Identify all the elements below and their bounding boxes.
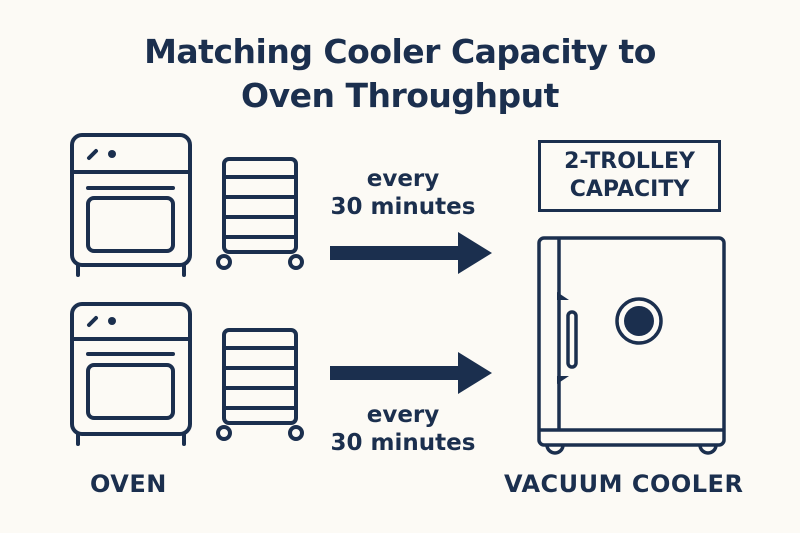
oven-icon xyxy=(70,133,192,277)
oven-icon xyxy=(70,302,192,446)
interval-label-2: every 30 minutes xyxy=(303,401,503,457)
interval-duration: 30 minutes xyxy=(330,430,476,456)
capacity-line-1: 2-TROLLEY xyxy=(564,149,695,174)
arrow-right-icon xyxy=(330,352,492,394)
capacity-badge: 2-TROLLEY CAPACITY xyxy=(538,140,721,212)
title-line-2: Oven Throughput xyxy=(241,76,559,115)
interval-every: every xyxy=(366,166,440,192)
diagram-title: Matching Cooler Capacity to Oven Through… xyxy=(0,30,800,118)
vacuum-cooler-label: VACUUM COOLER xyxy=(504,470,744,498)
oven-label: OVEN xyxy=(90,470,167,498)
trolley-icon xyxy=(216,328,304,441)
trolley-icon xyxy=(216,157,304,270)
interval-label-1: every 30 minutes xyxy=(303,165,503,221)
title-line-1: Matching Cooler Capacity to xyxy=(144,32,656,71)
capacity-line-2: CAPACITY xyxy=(569,177,690,202)
arrow-right-icon xyxy=(330,232,492,274)
vacuum-cooler-icon xyxy=(537,236,726,455)
interval-every: every xyxy=(366,402,440,428)
interval-duration: 30 minutes xyxy=(330,194,476,220)
